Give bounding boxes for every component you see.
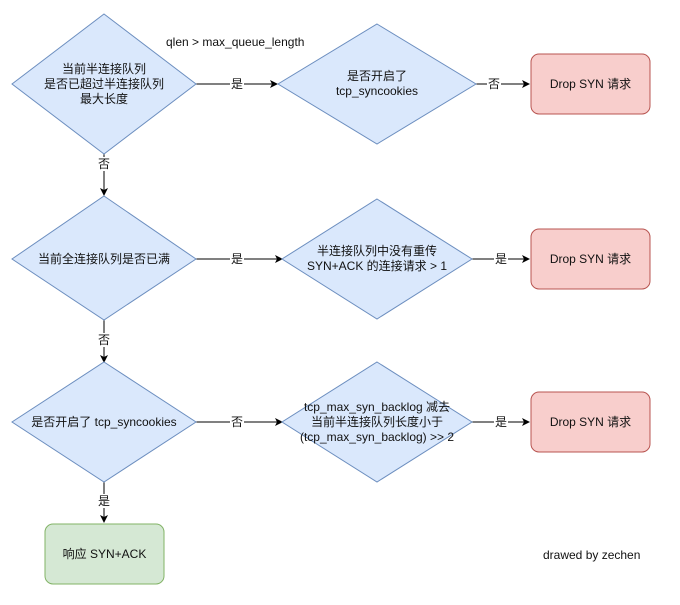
drop1-text: Drop SYN 请求	[549, 76, 632, 91]
edge-label-d5-d6: 否	[230, 415, 245, 429]
annotation-qlen: qlen > max_queue_length	[166, 35, 305, 49]
d2-text: 是否开启了 tcp_syncookies	[335, 69, 419, 98]
d4-text: 半连接队列中没有重传 SYN+ACK 的连接请求 > 1	[306, 244, 448, 273]
edge-label-d3-d5: 否	[97, 333, 112, 347]
respond-box	[44, 523, 165, 585]
decision-d2	[277, 23, 477, 145]
credit-text: drawed by zechen	[543, 548, 641, 562]
respond-text: 响应 SYN+ACK	[62, 546, 147, 561]
d1-text: 当前半连接队列 是否已超过半连接队列 最大长度	[43, 61, 164, 106]
decision-d1	[11, 13, 197, 155]
d6-text: tcp_max_syn_backlog 减去 当前半连接队列长度小于 (tcp_…	[299, 399, 455, 444]
decision-d4	[281, 198, 473, 320]
edge-label-d2-drop1: 否	[487, 77, 502, 91]
edge-label-d1-d3: 否	[97, 157, 112, 171]
drop2-text: Drop SYN 请求	[549, 251, 632, 266]
edge-label-d6-drop3: 是	[494, 415, 509, 429]
decision-d5	[11, 361, 197, 483]
d3-text: 当前全连接队列是否已满	[37, 251, 170, 266]
edge-label-d5-respond: 是	[97, 494, 112, 508]
decision-d3	[11, 195, 197, 321]
edge-label-d4-drop2: 是	[494, 252, 509, 266]
drop3-text: Drop SYN 请求	[549, 414, 632, 429]
decision-d6	[281, 361, 473, 483]
drop-box-2	[530, 228, 651, 290]
edge-label-d1-d2: 是	[230, 77, 245, 91]
edge-label-d3-d4: 是	[230, 252, 245, 266]
drop-box-3	[530, 391, 651, 453]
d5-text: 是否开启了 tcp_syncookies	[31, 414, 177, 429]
drop-box-1	[530, 53, 651, 115]
